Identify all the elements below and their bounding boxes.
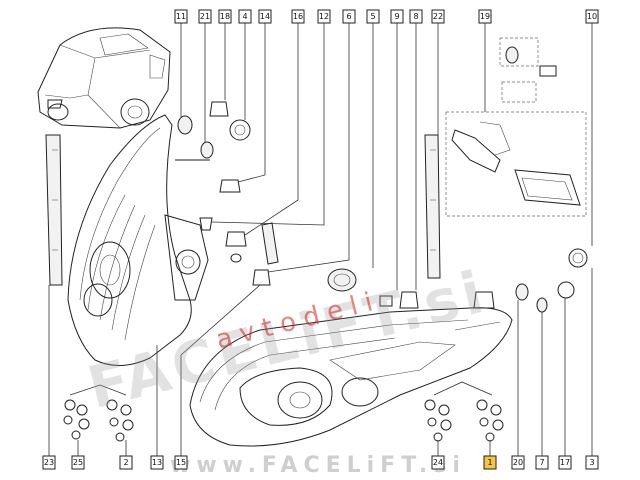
callout-top-13[interactable]: 10 xyxy=(585,9,599,24)
callout-label: 23 xyxy=(44,458,54,467)
callout-top-8[interactable]: 5 xyxy=(366,9,380,24)
side-strip-right xyxy=(424,134,441,279)
callout-label: 20 xyxy=(513,458,523,467)
callout-label: 2 xyxy=(123,458,128,467)
watermark: FACELiFT.si avtodeli www.FACELiFT.si xyxy=(81,257,493,478)
socket-cluster-1 xyxy=(476,399,504,442)
callout-top-5[interactable]: 16 xyxy=(291,9,305,24)
callout-label: 22 xyxy=(433,12,443,21)
callout-top-2[interactable]: 18 xyxy=(218,9,232,24)
callout-top-7[interactable]: 6 xyxy=(342,9,356,24)
callout-label: 8 xyxy=(413,12,418,21)
callout-label: 13 xyxy=(152,458,162,467)
callout-bottom-2[interactable]: 2 xyxy=(119,455,133,470)
watermark-footer: www.FACELiFT.si xyxy=(170,453,466,478)
callout-top-10[interactable]: 8 xyxy=(409,9,423,24)
socket-cluster-24 xyxy=(424,399,452,442)
right-headlamp xyxy=(189,307,513,447)
socket-cluster-25 xyxy=(63,399,90,440)
callout-label: 14 xyxy=(260,12,270,21)
bottom-callouts: 23 25 2 13 15 24 1 20 7 17 3 xyxy=(42,455,599,470)
callout-top-4[interactable]: 14 xyxy=(258,9,272,24)
callout-label: 19 xyxy=(480,12,490,21)
top-callouts: 11 21 18 4 14 16 12 6 5 9 8 22 19 10 xyxy=(174,9,599,24)
leader-lines xyxy=(48,23,593,456)
car-thumbnail xyxy=(37,27,171,129)
callout-label: 11 xyxy=(176,12,186,21)
side-strip-left xyxy=(45,134,63,286)
callout-label: 10 xyxy=(587,12,597,21)
callout-label: 24 xyxy=(433,458,443,467)
callout-label: 25 xyxy=(73,458,83,467)
callout-bottom-1[interactable]: 25 xyxy=(71,455,85,470)
callout-bottom-6[interactable]: 1 xyxy=(483,455,497,470)
callout-label: 21 xyxy=(200,12,210,21)
callout-bottom-10[interactable]: 3 xyxy=(585,455,599,470)
callout-bottom-0[interactable]: 23 xyxy=(42,455,56,470)
socket-cluster-2 xyxy=(106,399,134,442)
callout-bottom-3[interactable]: 13 xyxy=(150,455,164,470)
callout-label: 6 xyxy=(346,12,351,21)
left-headlamp xyxy=(67,114,210,366)
callout-top-1[interactable]: 21 xyxy=(198,9,212,24)
callout-label: 1 xyxy=(487,458,492,467)
callout-top-11[interactable]: 22 xyxy=(431,9,445,24)
callout-bottom-9[interactable]: 17 xyxy=(558,455,572,470)
callout-top-0[interactable]: 11 xyxy=(174,9,188,24)
callout-bottom-5[interactable]: 24 xyxy=(431,455,445,470)
callout-label: 7 xyxy=(539,458,544,467)
callout-top-3[interactable]: 4 xyxy=(238,9,252,24)
callout-label: 17 xyxy=(560,458,570,467)
watermark-main: FACELiFT.si xyxy=(81,257,493,422)
callout-label: 9 xyxy=(394,12,399,21)
callout-top-12[interactable]: 19 xyxy=(478,9,492,24)
bulbs-and-sockets xyxy=(177,101,588,313)
callout-top-6[interactable]: 12 xyxy=(317,9,331,24)
detail-box-19 xyxy=(445,37,587,217)
callout-bottom-7[interactable]: 20 xyxy=(511,455,525,470)
callout-label: 12 xyxy=(319,12,329,21)
callout-bottom-4[interactable]: 15 xyxy=(174,455,188,470)
callout-label: 15 xyxy=(176,458,186,467)
callout-label: 5 xyxy=(370,12,375,21)
callout-top-9[interactable]: 9 xyxy=(390,9,404,24)
callout-label: 4 xyxy=(242,12,247,21)
callout-label: 18 xyxy=(220,12,230,21)
callout-label: 16 xyxy=(293,12,303,21)
callout-bottom-8[interactable]: 7 xyxy=(535,455,549,470)
callout-label: 3 xyxy=(589,458,594,467)
